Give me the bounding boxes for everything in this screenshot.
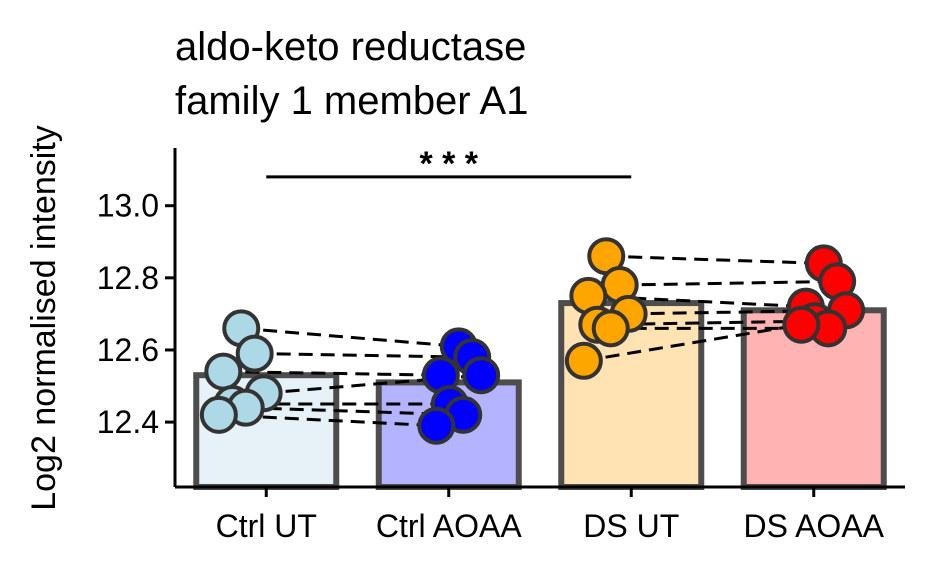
y-tick-label: 12.4 — [97, 404, 159, 440]
data-point — [462, 356, 501, 395]
x-tick-label: Ctrl UT — [216, 508, 317, 544]
y-tick-label: 12.8 — [97, 260, 159, 296]
pair-line — [597, 319, 815, 327]
pair-line — [619, 279, 838, 287]
data-point — [591, 309, 630, 348]
data-point — [564, 341, 603, 380]
y-tick-label: 12.6 — [97, 332, 159, 368]
pair-line — [588, 294, 806, 309]
data-point — [235, 334, 274, 373]
x-tick-label: Ctrl AOAA — [376, 508, 522, 544]
pair-line — [218, 413, 437, 428]
chart-title-line-1: aldo-keto reductase — [175, 25, 526, 69]
chart-title-line-2: family 1 member A1 — [175, 79, 528, 123]
y-axis-label: Log2 normalised intensity — [25, 125, 63, 511]
data-point — [417, 406, 456, 445]
pair-line — [254, 352, 473, 359]
bar-ds-aoaa — [740, 307, 887, 490]
pair-line — [223, 370, 441, 377]
y-tick-label: 13.0 — [97, 188, 159, 224]
pair-line — [241, 326, 459, 348]
data-point — [204, 352, 243, 391]
pair-line — [583, 323, 802, 363]
x-tick-label: DS UT — [583, 508, 679, 544]
x-tick-label: DS AOAA — [744, 508, 885, 544]
pair-line — [606, 254, 824, 265]
data-point — [199, 395, 238, 434]
significance-label: * * * — [419, 145, 478, 183]
data-point — [782, 305, 821, 344]
